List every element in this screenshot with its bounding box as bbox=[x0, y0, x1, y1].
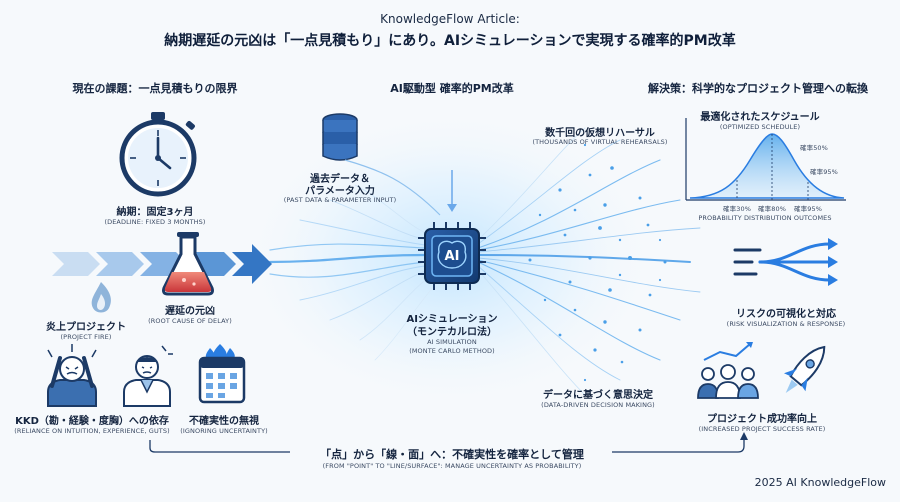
ignore-sub: (IGNORING UNCERTAINTY) bbox=[180, 427, 268, 435]
database-icon bbox=[322, 113, 358, 161]
bottom-banner-bracket bbox=[149, 440, 745, 453]
input-connector-line bbox=[344, 159, 441, 216]
burning-calendar-icon bbox=[198, 344, 246, 404]
rocket-icon bbox=[783, 345, 826, 393]
flask-icon bbox=[162, 232, 214, 296]
fire-sub: (PROJECT FIRE) bbox=[60, 333, 112, 341]
simulation-dots bbox=[528, 143, 667, 382]
sim-sub-2: (MONTE CARLO METHOD) bbox=[409, 347, 495, 355]
risk-label: リスクの可視化と対応 bbox=[736, 309, 836, 320]
banner-sub: (FROM "POINT" TO "LINE/SURFACE": MANAGE … bbox=[322, 462, 582, 470]
fire-icon bbox=[91, 282, 111, 313]
banner-arrow-head bbox=[740, 432, 748, 440]
success-sub: (INCREASED PROJECT SUCCESS RATE) bbox=[698, 425, 826, 433]
article-title: 納期遅延の元凶は「一点見積もり」にあり。AIシミュレーションで実現する確率的PM… bbox=[164, 33, 736, 49]
success-label: プロジェクト成功率向上 bbox=[707, 414, 817, 425]
input-label-2: パラメータ入力 bbox=[305, 186, 375, 197]
ai-chip-icon bbox=[418, 222, 486, 290]
rehearsal-sub: (THOUSANDS OF VIRTUAL REHEARSALS) bbox=[532, 138, 668, 146]
schedule-label: 最適化されたスケジュール bbox=[700, 112, 820, 123]
rehearsal-label: 数千回の仮想リハーサル bbox=[545, 128, 655, 139]
banner-text: 「点」から「線・面」へ：不確実性を確率として管理 bbox=[320, 448, 584, 461]
cause-label: 遅延の元凶 bbox=[165, 306, 215, 317]
incoming-flow-lines bbox=[268, 184, 439, 361]
deadline-label: 納期：固定3ヶ月 bbox=[116, 207, 194, 218]
distribution-caption: PROBABILITY DISTRIBUTION OUTCOMES bbox=[698, 214, 832, 222]
decision-sub: (DATA-DRIVEN DECISION MAKING) bbox=[541, 401, 655, 409]
section-heading-left: 現在の課題：一点見積もりの限界 bbox=[72, 82, 238, 95]
sim-label-1: AIシミュレーション bbox=[406, 314, 498, 325]
risk-sub: (RISK VISUALIZATION & RESPONSE) bbox=[726, 320, 846, 328]
chip-label: AI bbox=[444, 249, 460, 264]
input-label-1: 過去データ＆ bbox=[310, 174, 370, 185]
deadline-sub: (DEADLINE: FIXED 3 MONTHS) bbox=[104, 218, 206, 226]
schedule-sub: (OPTIMIZED SCHEDULE) bbox=[719, 123, 801, 131]
distribution-chart bbox=[685, 118, 846, 201]
section-heading-right: 解決策：科学的なプロジェクト管理への転換 bbox=[648, 82, 868, 95]
article-kicker: KnowledgeFlow Article: bbox=[380, 12, 520, 26]
prob95-label: 確率95% bbox=[810, 168, 838, 176]
tick-2: 確率80% bbox=[758, 205, 786, 213]
stressed-person-icon bbox=[47, 344, 97, 407]
kkd-sub: (RELIANCE ON INTUITION, EXPERIENCE, GUTS… bbox=[14, 427, 170, 435]
input-sub: (PAST DATA & PARAMETER INPUT) bbox=[283, 196, 397, 204]
stopwatch-icon bbox=[119, 112, 197, 197]
decision-label: データに基づく意思決定 bbox=[543, 390, 653, 401]
progress-chevron-arrow bbox=[52, 244, 272, 284]
kkd-label: KKD（勘・経験・度胸）への依存 bbox=[15, 416, 169, 427]
sim-sub-1: AI SIMULATION bbox=[427, 338, 477, 346]
ignore-label: 不確実性の無視 bbox=[189, 416, 259, 427]
input-arrow-head bbox=[447, 204, 457, 212]
risk-arrow-heads bbox=[828, 238, 838, 286]
sim-label-2: （モンテカルロ法） bbox=[407, 327, 497, 338]
worried-person-icon bbox=[123, 345, 173, 407]
cause-sub: (ROOT CAUSE OF DELAY) bbox=[148, 317, 232, 325]
section-heading-center: AI駆動型 確率的PM改革 bbox=[390, 82, 514, 95]
prob50-label: 確率50% bbox=[800, 144, 828, 152]
tick-3: 確率95% bbox=[794, 205, 822, 213]
team-icon bbox=[697, 342, 759, 399]
copyright: 2025 AI KnowledgeFlow bbox=[754, 476, 886, 489]
tick-1: 確率30% bbox=[723, 205, 751, 213]
fire-label: 炎上プロジェクト bbox=[46, 322, 126, 333]
risk-branch-lines bbox=[733, 242, 832, 282]
